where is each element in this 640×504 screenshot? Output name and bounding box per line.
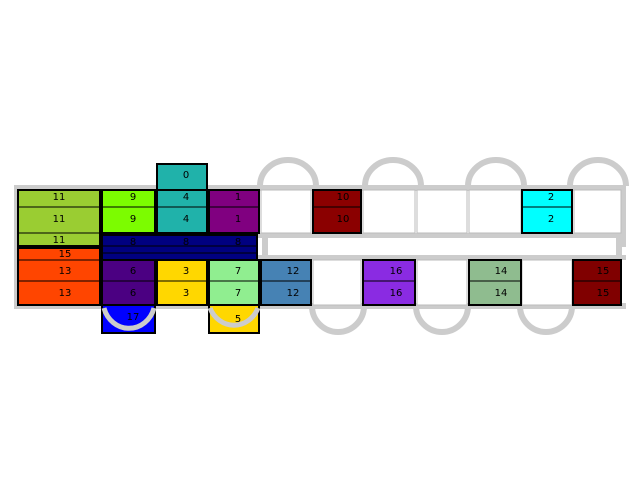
room-group-10	[312, 189, 362, 234]
room-label-13: 13	[59, 266, 72, 277]
room-label-2: 2	[548, 214, 554, 225]
room-label-11: 11	[53, 235, 66, 246]
empty-room	[260, 189, 312, 234]
room-label-4: 4	[183, 192, 189, 203]
room-label-12: 12	[287, 266, 300, 277]
room-label-6: 6	[130, 266, 136, 277]
door-arc	[362, 157, 424, 187]
room-cell-8	[101, 234, 258, 247]
room-group-11	[17, 189, 101, 247]
door-arc	[465, 157, 527, 187]
room-label-16: 16	[390, 288, 403, 299]
room-label-6: 6	[130, 288, 136, 299]
room-group-13	[17, 247, 101, 306]
room-label-7: 7	[235, 266, 241, 277]
empty-room	[468, 189, 522, 234]
room-group-5	[208, 304, 260, 334]
room-label-3: 3	[183, 288, 189, 299]
wall-segment	[14, 185, 626, 191]
room-label-2: 2	[548, 192, 554, 203]
room-label-10: 10	[337, 192, 350, 203]
room-label-0: 0	[183, 170, 189, 181]
room-cell-6	[101, 259, 156, 282]
room-label-11: 11	[53, 214, 66, 225]
room-label-14: 14	[495, 266, 508, 277]
room-group-0	[156, 163, 208, 191]
wall-segment	[620, 185, 626, 247]
room-label-15: 15	[597, 288, 610, 299]
room-label-10: 10	[337, 214, 350, 225]
room-group-2	[521, 189, 573, 234]
room-cell-14	[468, 280, 522, 306]
room-group-1	[208, 189, 260, 234]
room-labels: 1111119944111010221513136633771212161614…	[53, 170, 610, 325]
room-label-9: 9	[130, 192, 136, 203]
room-cell-9	[101, 206, 156, 234]
room-label-4: 4	[183, 214, 189, 225]
room-cell-6	[101, 280, 156, 306]
room-label-13: 13	[59, 288, 72, 299]
room-label-7: 7	[235, 288, 241, 299]
empty-room	[416, 189, 468, 234]
empty-room	[416, 259, 468, 306]
room-group-15	[572, 259, 622, 306]
door-arc	[309, 305, 367, 335]
rooms	[17, 163, 622, 334]
room-group-9	[101, 189, 156, 234]
room-label-14: 14	[495, 288, 508, 299]
room-group-17	[101, 304, 156, 334]
room-cell-8	[101, 245, 258, 254]
room-group-16	[362, 259, 416, 306]
door-arc	[207, 306, 261, 328]
empty-room	[521, 259, 573, 306]
room-label-17: 17	[127, 312, 140, 323]
room-cell-3	[156, 280, 208, 306]
room-label-3: 3	[183, 266, 189, 277]
wall-segment	[258, 255, 626, 260]
room-label-15: 15	[597, 266, 610, 277]
room-group-8	[101, 234, 258, 261]
empty-room	[362, 189, 416, 234]
room-group-outlines	[17, 163, 622, 334]
wall-segment	[262, 235, 268, 258]
room-label-8: 8	[130, 237, 136, 248]
room-group-14	[468, 259, 522, 306]
wall-segment	[14, 303, 626, 309]
room-label-8: 8	[235, 237, 241, 248]
room-label-5: 5	[235, 314, 241, 325]
room-cell-12	[260, 280, 312, 306]
wall-segment	[616, 235, 622, 258]
door-arc	[567, 157, 629, 187]
room-cell-8	[101, 252, 258, 261]
door-arc	[257, 157, 319, 187]
room-cell-11	[17, 206, 101, 234]
room-cell-13	[17, 280, 101, 306]
room-label-8: 8	[183, 237, 189, 248]
door-arc	[101, 307, 157, 331]
room-label-16: 16	[390, 266, 403, 277]
door-arc	[413, 305, 471, 335]
door-arc	[517, 305, 575, 335]
room-label-12: 12	[287, 288, 300, 299]
room-label-1: 1	[235, 192, 241, 203]
room-label-13: 15	[59, 249, 72, 260]
empty-room	[312, 259, 362, 306]
room-label-9: 9	[130, 214, 136, 225]
room-cell-9	[101, 189, 156, 208]
wall-segment	[258, 233, 626, 238]
room-group-12	[260, 259, 312, 306]
empty-room	[573, 189, 622, 234]
room-label-11: 11	[53, 192, 66, 203]
room-label-1: 1	[235, 214, 241, 225]
